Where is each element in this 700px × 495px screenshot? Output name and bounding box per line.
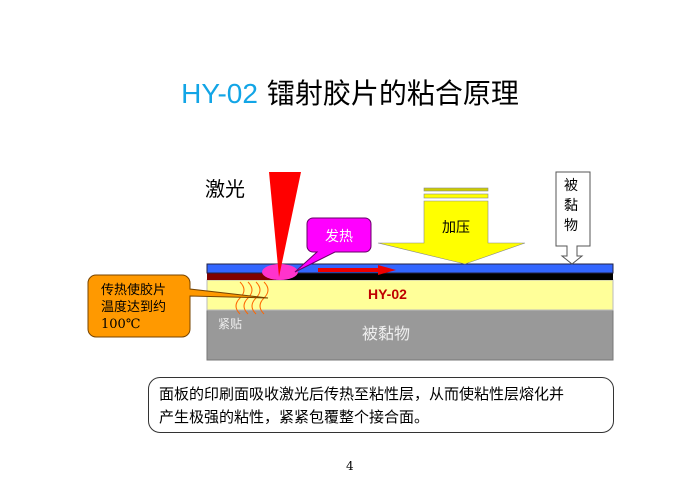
- pressure-label: 加压: [442, 220, 470, 236]
- adherend-char: 物: [564, 218, 578, 234]
- slide-title: HY-02 镭射胶片的粘合原理: [0, 72, 700, 112]
- adherend-char: 被: [564, 178, 578, 194]
- title-text: 镭射胶片的粘合原理: [266, 77, 519, 110]
- melted-layer: [207, 273, 275, 280]
- page-number: 4: [346, 459, 354, 473]
- adherend-bottom-label: 被黏物: [362, 324, 411, 343]
- callout-line: 100℃: [101, 317, 141, 332]
- heat-transfer-callout-bubble: [87, 274, 269, 338]
- note-line: 产生极强的粘性，紧紧包覆整个接合面。: [159, 408, 430, 426]
- film-layer: [206, 279, 614, 311]
- scan-direction-arrow-icon: [318, 265, 396, 275]
- adherend-top-label: 被 黏 物: [564, 176, 578, 236]
- adherend-char: 黏: [564, 198, 578, 214]
- callout-line: 温度达到约: [101, 300, 167, 315]
- title-model: HY-02: [181, 78, 258, 109]
- pressure-arrow-icon: [377, 187, 526, 265]
- black-layer: [207, 273, 613, 280]
- heat-transfer-label: 传热使胶片 温度达到约 100℃: [101, 282, 166, 333]
- laser-label: 激光: [205, 177, 245, 201]
- laser-beam-icon: [269, 172, 301, 277]
- note-line: 面板的印刷面吸收激光后传热至粘性层，从而使粘性层熔化并: [159, 385, 565, 403]
- heat-callout-bubble: [294, 217, 372, 273]
- substrate-layer: [206, 309, 614, 361]
- callout-line: 传热使胶片: [101, 283, 167, 298]
- heat-label: 发热: [325, 229, 353, 245]
- adherend-arrow-icon: [555, 171, 591, 265]
- film-label: HY-02: [368, 286, 407, 302]
- top-layer: [206, 263, 614, 274]
- explanation-note: 面板的印刷面吸收激光后传热至粘性层，从而使粘性层熔化并 产生极强的粘性，紧紧包覆…: [148, 377, 614, 433]
- tight-label: 紧贴: [218, 317, 243, 331]
